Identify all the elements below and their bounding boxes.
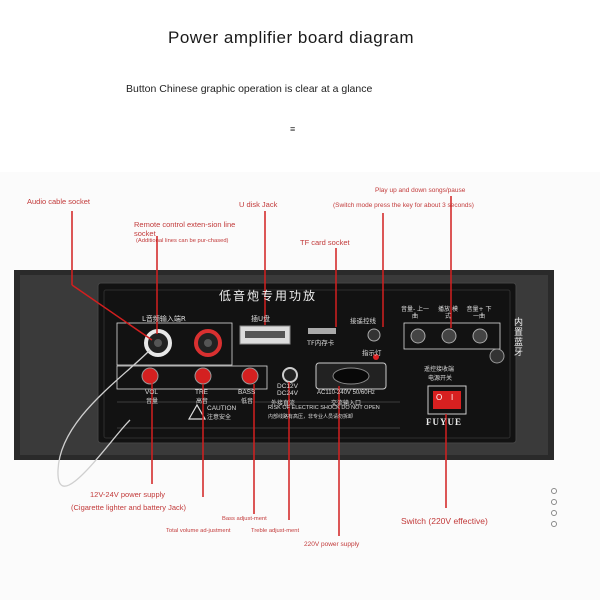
risk-cn-label: 内部线路有高压，非专业人员请勿拆卸	[268, 414, 354, 420]
remote-socket-label: 接遥控线	[350, 317, 376, 325]
switch-off-mark: O	[436, 393, 443, 402]
audio-in-label: L音频输入端R	[142, 315, 186, 323]
callout-play-updown: Play up and down songs/pause	[375, 187, 466, 194]
pager-dot-2[interactable]	[551, 499, 557, 505]
brand-label: FUYUE	[426, 417, 462, 427]
remote-socket	[367, 328, 381, 342]
callout-audio-cable: Audio cable socket	[27, 197, 90, 206]
ac-cn-label: 交流输入口	[331, 400, 362, 407]
treble-knob	[194, 367, 212, 385]
dc-jack	[282, 367, 298, 383]
vol-knob-label: VOL	[145, 389, 159, 396]
callout-udisk: U disk Jack	[239, 200, 278, 209]
diagram-subtitle: Button Chinese graphic operation is clea…	[126, 83, 373, 95]
pager-dot-1[interactable]	[551, 488, 557, 494]
panel-title: 低音炮专用功放	[219, 289, 318, 303]
callout-remote-line: Remote control exten-sion line socket	[134, 220, 236, 238]
callout-lines	[71, 196, 452, 536]
audio-cable	[57, 349, 151, 487]
pager-dot-4[interactable]	[551, 521, 557, 527]
bass-knob-cn: 低音	[241, 398, 254, 405]
caution-label: CAUTION	[207, 405, 237, 412]
caution-triangle-icon	[187, 403, 207, 420]
prev-button	[410, 328, 426, 344]
next-button-label: 音量+ 下一曲	[466, 306, 492, 320]
callout-total-volume: Total volume ad-justment	[166, 528, 231, 534]
power-switch-label: 电源开关	[428, 375, 453, 382]
indicator-label: 指示灯	[362, 349, 382, 357]
bass-knob-label: BASS	[238, 389, 256, 396]
callout-power-supply: 12V-24V power supply	[90, 490, 166, 499]
callout-switch-220: Switch (220V effective)	[401, 516, 488, 526]
treble-knob-label: TRE	[195, 389, 208, 396]
usb-label: 插U盘	[251, 315, 271, 323]
pager-dot-3[interactable]	[551, 510, 557, 516]
play-button	[441, 328, 457, 344]
switch-on-mark: I	[451, 393, 454, 402]
callout-bass-adjust: Bass adjust-ment	[222, 516, 267, 522]
callout-220v-supply: 220V power supply	[304, 541, 360, 548]
vol-knob	[141, 367, 159, 385]
prev-button-label: 音量- 上一曲	[400, 306, 430, 320]
dc24-label: DC24V	[277, 390, 298, 397]
bluetooth-label: 内置蓝牙	[514, 318, 524, 358]
tf-card-slot	[308, 328, 336, 334]
tf-label: TF内存卡	[307, 339, 335, 347]
diagram-title: Power amplifier board diagram	[168, 28, 414, 47]
menu-glyph-icon: ≡	[290, 124, 296, 134]
caution-cn-label: 注意安全	[207, 414, 232, 421]
risk-label: RISK OF ELECTRIC SHOCK DO NOT OPEN	[268, 405, 380, 411]
callout-switch-mode: (Switch mode press the key for about 3 s…	[333, 202, 474, 209]
dc12-label: DC12V	[277, 383, 298, 390]
callout-remote-note: (Additional lines can be pur-chased)	[136, 238, 229, 244]
bass-knob	[241, 367, 259, 385]
callout-treble-adjust: Treble adjust-ment	[251, 528, 300, 534]
dc-cn-label: 外接直流	[271, 400, 296, 407]
callout-tf-card: TF card socket	[300, 238, 350, 247]
treble-knob-cn: 高音	[196, 398, 209, 405]
vol-knob-cn: 音量	[146, 398, 159, 405]
indicator-led	[373, 354, 379, 360]
callout-cigarette: (Cigarette lighter and battery Jack)	[71, 503, 187, 512]
ac-spec-label: AC110-240V 50/60Hz	[317, 390, 375, 396]
remote-receiver-label: 遥控接收端	[424, 366, 455, 373]
play-button-label: 播放 模式	[438, 306, 458, 320]
next-button	[472, 328, 488, 344]
